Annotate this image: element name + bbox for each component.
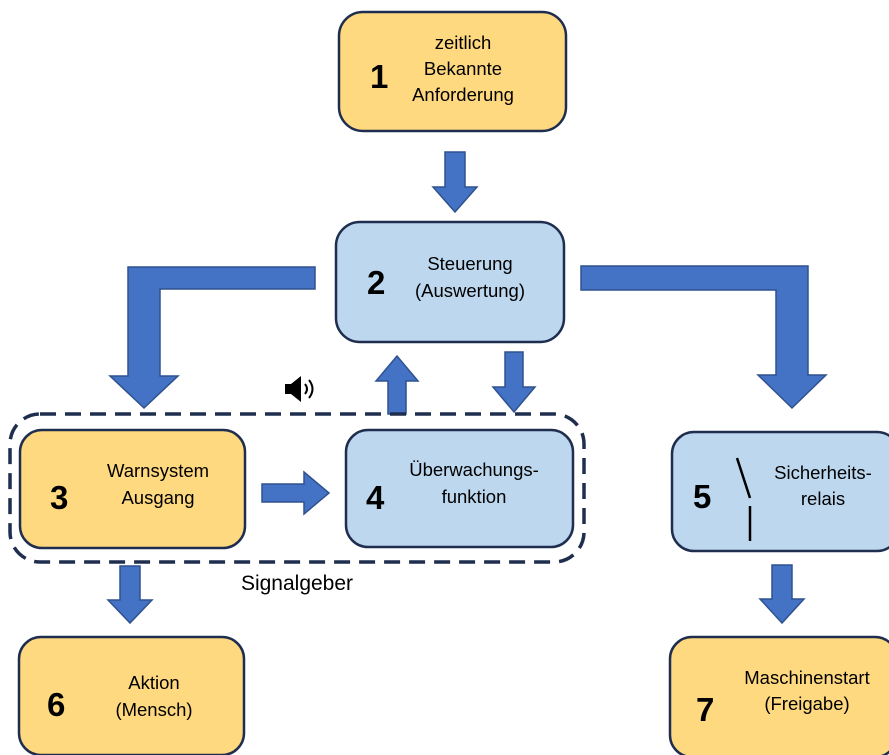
node-7: 7 Maschinenstart (Freigabe)	[668, 635, 889, 755]
node-2-line-1: Steuerung	[427, 253, 512, 274]
node-1: 1 zeitlich Bekannte Anforderung	[337, 10, 568, 133]
node-5-number: 5	[693, 478, 711, 515]
node-7-line-2: (Freigabe)	[764, 693, 849, 714]
node-6: 6 Aktion (Mensch)	[17, 635, 246, 755]
speaker-icon	[285, 376, 314, 402]
arrow-3-to-4	[261, 470, 331, 516]
signalgeber-group-frame	[8, 412, 586, 564]
node-5-line-1: Sicherheits-	[774, 462, 872, 483]
node-1-box	[337, 10, 568, 133]
relay-switch-icon	[735, 457, 752, 541]
arrow-2-to-5	[580, 265, 828, 410]
node-4-line-2: funktion	[442, 486, 507, 507]
node-3-line-1: Warnsystem	[107, 460, 209, 481]
node-2: 2 Steuerung (Auswertung)	[334, 220, 566, 344]
arrow-5-to-7	[758, 564, 806, 625]
node-5-box	[670, 430, 889, 553]
node-2-number: 2	[367, 264, 385, 301]
signalgeber-label: Signalgeber	[241, 572, 353, 595]
node-1-line-2: Bekannte	[424, 58, 502, 79]
node-7-box	[668, 635, 889, 755]
node-2-box	[334, 220, 566, 344]
arrow-4-to-2	[374, 354, 420, 415]
node-3-box	[18, 428, 247, 550]
node-4-number: 4	[366, 479, 385, 516]
node-1-line-3: Anforderung	[412, 84, 514, 105]
node-4-box	[344, 428, 575, 549]
arrows	[106, 151, 828, 625]
node-6-line-1: Aktion	[128, 672, 179, 693]
node-5: 5 Sicherheits- relais	[670, 430, 889, 553]
arrow-1-to-2	[431, 151, 479, 214]
node-6-box	[17, 635, 246, 755]
node-1-number: 1	[370, 58, 388, 95]
node-1-line-1: zeitlich	[435, 32, 492, 53]
node-3: 3 Warnsystem Ausgang	[18, 428, 247, 550]
node-5-line-2: relais	[801, 488, 845, 509]
node-6-number: 6	[47, 686, 65, 723]
node-6-line-2: (Mensch)	[115, 699, 192, 720]
node-4-line-1: Überwachungs-	[409, 459, 539, 480]
node-7-line-1: Maschinenstart	[744, 667, 869, 688]
node-4: 4 Überwachungs- funktion	[344, 428, 575, 549]
node-2-line-2: (Auswertung)	[415, 280, 525, 301]
arrow-3-to-6	[106, 565, 154, 625]
arrow-2-to-3	[108, 266, 316, 410]
node-3-number: 3	[50, 479, 68, 516]
node-7-number: 7	[696, 691, 714, 728]
arrow-2-to-4	[491, 351, 537, 414]
node-3-line-2: Ausgang	[121, 487, 194, 508]
